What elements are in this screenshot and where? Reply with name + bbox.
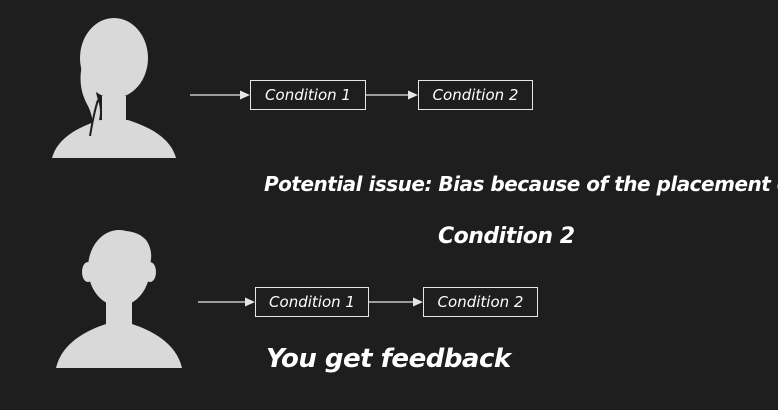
- potential-issue-note-line1: Potential issue: Bias because of the pla…: [264, 172, 778, 196]
- row2-condition-1-label: Condition 1: [269, 293, 355, 311]
- arrow-to-condition-2-row2: [369, 297, 423, 307]
- row2-condition-2-box: Condition 2: [423, 287, 538, 317]
- row1-condition-2-box: Condition 2: [418, 80, 533, 110]
- arrow-to-condition-2-row1: [366, 90, 418, 100]
- potential-issue-note-line2: Condition 2: [438, 224, 575, 249]
- row1-condition-2-label: Condition 2: [432, 86, 519, 104]
- feedback-note: You get feedback: [266, 344, 511, 374]
- row2-condition-2-label: Condition 2: [437, 293, 524, 311]
- row1-condition-1-box: Condition 1: [250, 80, 366, 110]
- arrow-to-condition-1-row1: [190, 90, 250, 100]
- arrow-to-condition-1-row2: [198, 297, 255, 307]
- male-silhouette-icon: [56, 230, 182, 368]
- row2-condition-1-box: Condition 1: [255, 287, 369, 317]
- row1-condition-1-label: Condition 1: [265, 86, 351, 104]
- female-silhouette-icon: [52, 18, 176, 158]
